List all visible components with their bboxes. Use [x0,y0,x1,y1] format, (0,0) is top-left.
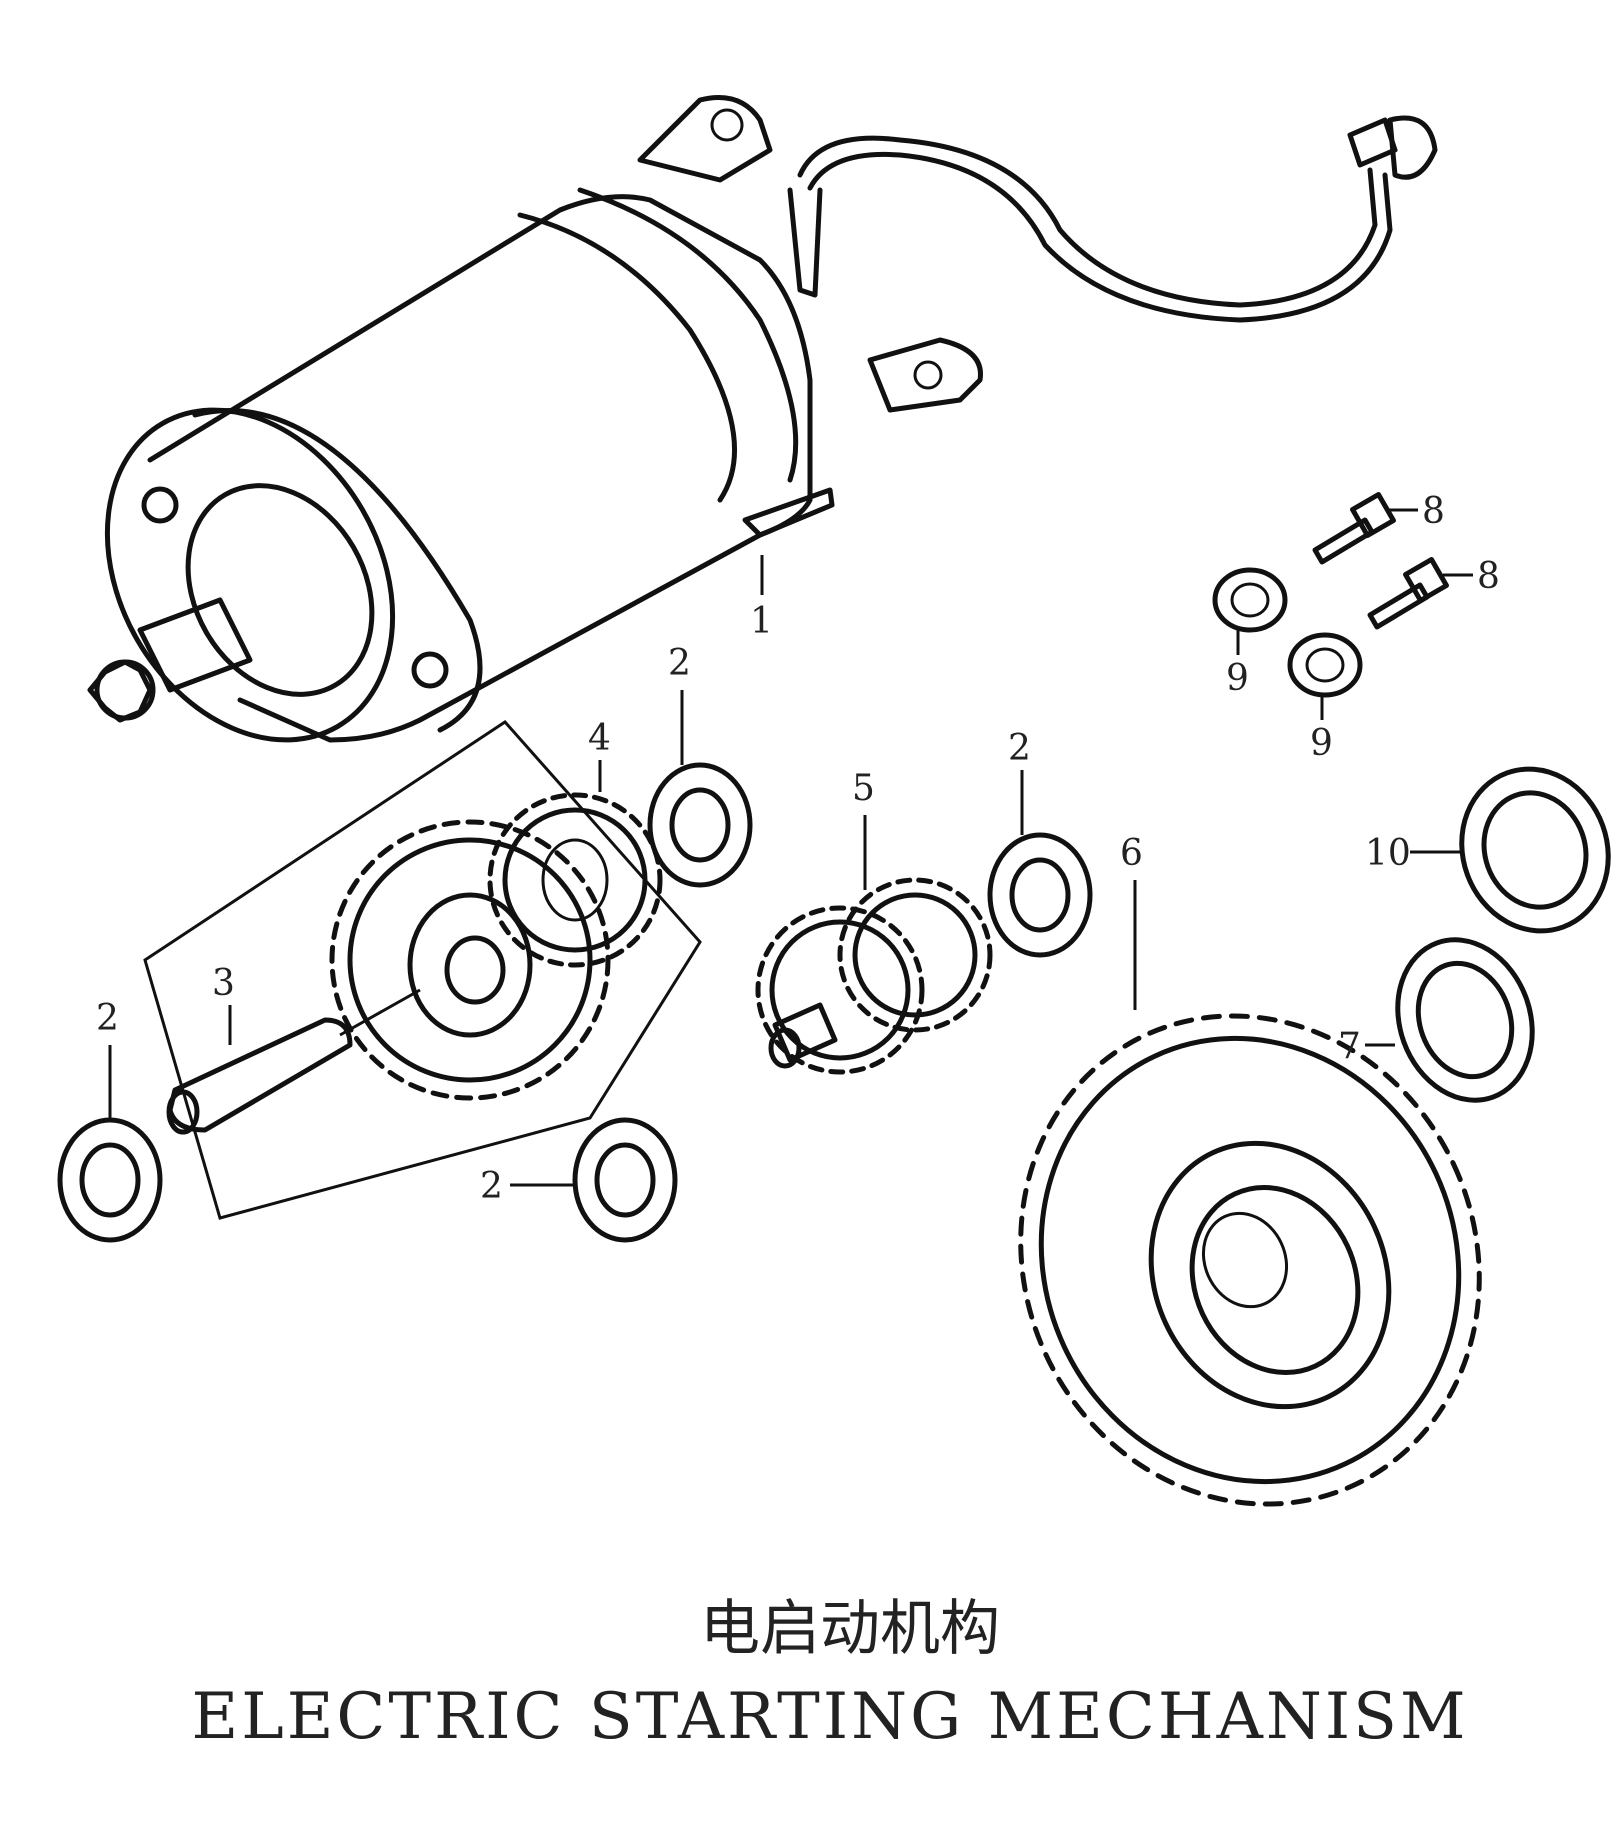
shaft-3 [166,1017,353,1135]
callout-2-c: 2 [480,1166,503,1207]
title-english: ELECTRIC STARTING MECHANISM [191,1680,1469,1754]
callout-7: 7 [1338,1026,1361,1067]
callout-1: 1 [750,601,773,642]
callout-2-d: 2 [1008,728,1031,769]
title-chinese: 电启动机构 [700,1594,1000,1664]
callout-2-b: 2 [668,643,691,684]
assembly-outline-4 [143,720,702,1220]
callout-6: 6 [1120,833,1143,874]
callout-10: 10 [1365,833,1411,874]
starter-motor [87,95,1438,743]
callout-9-left: 9 [1226,658,1249,699]
gear-4-small [487,792,663,968]
bolt-upper [1312,492,1396,565]
washer-7 [1395,937,1535,1103]
washer-2-a [57,1117,163,1243]
washer-10 [1459,766,1611,934]
callout-4: 4 [588,718,611,759]
callout-2-a: 2 [96,998,119,1039]
washer-2-c [572,1117,678,1243]
callout-8-upper: 8 [1422,491,1445,532]
callout-3: 3 [212,963,235,1004]
washer-9-left [1212,567,1288,633]
gear-6 [1018,1013,1482,1507]
gear-5 [755,877,993,1075]
gear-4-large [329,819,611,1101]
callout-5: 5 [852,768,875,809]
bolt-lower [1367,557,1449,630]
washer-2-d [987,832,1093,958]
washer-9-right [1287,632,1363,698]
washer-2-b [647,762,753,888]
callout-9-right: 9 [1310,723,1333,764]
callout-8-lower: 8 [1477,556,1500,597]
